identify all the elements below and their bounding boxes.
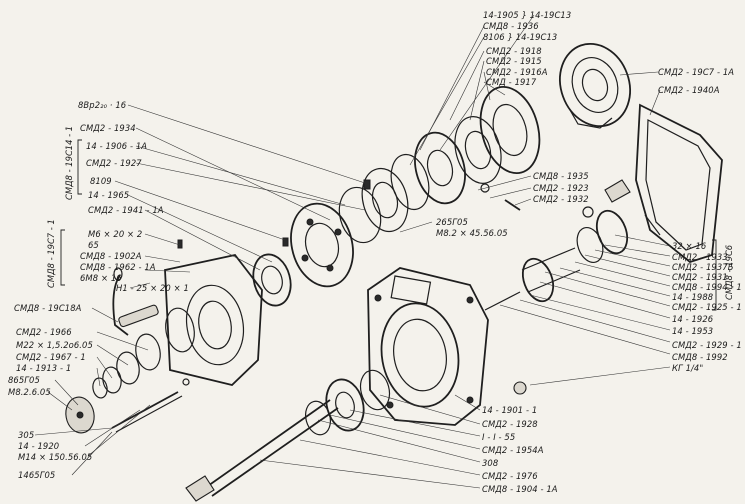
pins-upper [177, 179, 371, 386]
output-shaft [185, 399, 339, 502]
label-h1-25: Н1 - 25 × 20 × 1 [116, 283, 189, 293]
label-8109: 8109 [90, 176, 112, 186]
label-smd2-1940a: СМД2 - 1940А [658, 85, 720, 95]
label-smd2-1933: СМД2 - 1933 [672, 252, 728, 262]
label-m82: М8.2 × 45.56.05 [436, 228, 508, 238]
label-smd2-19c7-1a: СМД2 - 19С7 - 1А [658, 67, 735, 77]
label-m22: М22 × 1,5.2о6.05 [16, 340, 93, 350]
label-14-1913-1: 14 - 1913 - 1 [16, 363, 72, 373]
left-housing [164, 254, 263, 386]
lever-handle [112, 267, 159, 336]
label-smd2-1966: СМД2 - 1966 [16, 327, 72, 337]
label-14-1953: 14 - 1953 [672, 326, 714, 336]
ring-gear-top [559, 42, 631, 129]
label-865g05: 865Г05 [8, 375, 40, 385]
label-smd2-1923: СМД2 - 1923 [533, 183, 589, 193]
label-smd2-1941-1a: СМД2 - 1941 - 1А [88, 205, 164, 215]
label-kg14: КГ 1/4" [672, 363, 704, 373]
gasket-plate [635, 103, 723, 264]
label-smd2-1937b: СМД2 - 1937Б [672, 262, 734, 272]
label-305: 305 [18, 430, 35, 440]
label-smd2-1918: СМД2 - 1918 [486, 46, 542, 56]
label-smd2-1976: СМД2 - 1976 [482, 471, 538, 481]
label-smd8-1992: СМД8 - 1992 [672, 352, 728, 362]
label-smd8-19c7-1: СМД8 - 19С7 - 1 [46, 219, 56, 288]
pinion-shaft-right [484, 209, 629, 311]
label-265g05: 265Г05 [436, 217, 468, 227]
label-m6-20x2: М6 × 20 × 2 [88, 229, 143, 239]
label-8106: 8106 } 14-19С13 [483, 32, 558, 42]
label-smd2-1931: СМД2 - 1931 [672, 272, 728, 282]
label-i-55: I - I - 55 [482, 432, 516, 442]
label-smd2-1967-1: СМД2 - 1967 - 1 [16, 352, 86, 362]
label-14-1906-1a: 14 - 1906 - 1А [86, 141, 148, 151]
label-65: 65 [88, 240, 99, 250]
label-smd2-1915: СМД2 - 1915 [486, 56, 542, 66]
label-smd8-1902a: СМД8 - 1902А [80, 251, 142, 261]
label-smd8-1935: СМД8 - 1935 [533, 171, 589, 181]
label-smd-1917: СМД - 1917 [486, 77, 537, 87]
bearing-left [252, 253, 292, 307]
label-smd8-1962-1a: СМД8 - 1962 - 1А [80, 262, 156, 272]
label-14-1926: 14 - 1926 [672, 314, 714, 324]
label-32x16: 32 × 16 [672, 241, 707, 251]
label-smd8-19c14-1: СМД8 - 19С14 - 1 [64, 125, 74, 200]
label-smd8-1994-1: СМД8 - 1994 - 1 [672, 282, 742, 292]
seal-rings-left [65, 333, 161, 434]
label-smd2-1916a: СМД2 - 1916А [486, 67, 548, 77]
label-308: 308 [482, 458, 499, 468]
label-smd2-1932: СМД2 - 1932 [533, 194, 589, 204]
label-smd8-19c6: СМД8 - 19С6 [724, 244, 734, 300]
label-14-1901-1: 14 - 1901 - 1 [482, 405, 538, 415]
leader-lines [34, 14, 671, 489]
long-bolt [111, 391, 183, 433]
label-1465g05: 1465Г05 [18, 470, 56, 480]
label-smd2-1925-1: СМД2 - 1925 - 1 [672, 302, 742, 312]
label-m8-26: М8.2.6.05 [8, 387, 51, 397]
label-14-1920: 14 - 1920 [18, 441, 60, 451]
label-14-1965: 14 - 1965 [88, 190, 130, 200]
label-8bp: 8Вр2₂₀ · 16 [78, 100, 127, 110]
clutch-discs-upper [338, 85, 541, 244]
label-smd8-19c18a: СМД8 - 19С18А [14, 303, 82, 313]
label-smd2-1927: СМД2 - 1927 [86, 158, 142, 168]
label-smd2-1934: СМД2 - 1934 [80, 123, 136, 133]
label-14-1905: 14-1905 } 14-19С13 [483, 10, 572, 20]
label-smd2-1954a: СМД2 - 1954А [482, 445, 544, 455]
label-smd2-1929-1: СМД2 - 1929 - 1 [672, 340, 742, 350]
label-smd2-1928: СМД2 - 1928 [482, 419, 538, 429]
main-housing [367, 267, 489, 426]
label-14-1988: 14 - 1988 [672, 292, 714, 302]
flange-disc [290, 202, 354, 288]
label-smd8-1936: СМД8 - 1936 [483, 21, 539, 31]
label-m14: М14 × 150.56.05 [18, 452, 93, 462]
label-smd8-1904-1a: СМД8 - 1904 - 1А [482, 484, 558, 494]
small-parts-right [480, 179, 661, 395]
label-6m8x16: 6М8 × 16 [80, 273, 122, 283]
label-braces [60, 139, 717, 311]
